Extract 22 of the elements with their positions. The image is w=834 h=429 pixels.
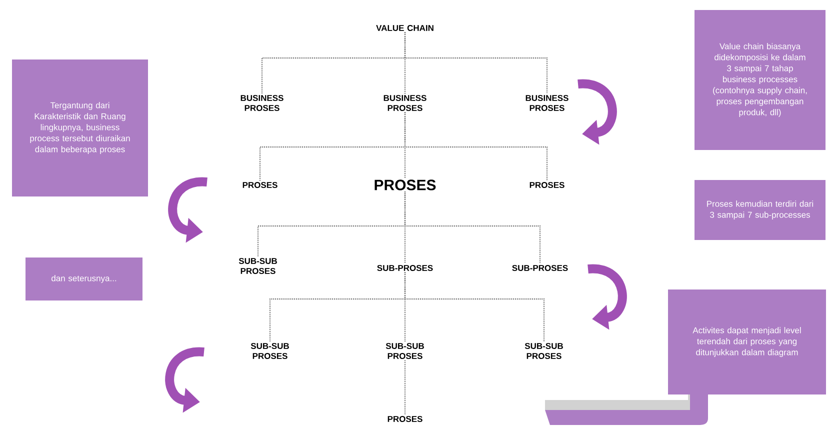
note-box: Proses kemudian terdiri dari 3 sampai 7 sub-processes bbox=[694, 180, 826, 240]
connector bbox=[404, 32, 548, 94]
level-label: PROSES bbox=[242, 182, 278, 188]
connector bbox=[404, 112, 548, 182]
note-box: Value chain biasanya didekomposisi ke dalam 3 sampai 7 tahap business processes (contohnya supply chain, proses pengembangan produk, dll) bbox=[694, 10, 826, 150]
level-label: PROSES bbox=[374, 180, 436, 190]
level-label: SUB-SUB PROSES bbox=[238, 258, 277, 274]
note-box: dan seterusnya... bbox=[26, 258, 142, 300]
level-label: SUB-SUB PROSES bbox=[250, 343, 289, 359]
connector bbox=[404, 360, 406, 416]
level-label: BUSINESS PROSES bbox=[526, 95, 568, 111]
connector bbox=[404, 191, 540, 264]
connector bbox=[404, 272, 544, 342]
note-box: Tergantung dari Karakteristik dan Ruang lingkupnya, business process tersebut diuraikan dalam beberapa proses bbox=[12, 60, 148, 196]
level-label: PROSES bbox=[530, 182, 564, 188]
level-label: VALUE CHAIN bbox=[376, 25, 434, 31]
level-label: SUB-PROSES bbox=[512, 265, 568, 271]
level-label: BUSINESS PROSES bbox=[384, 95, 426, 111]
level-label: SUB-PROSES bbox=[377, 265, 433, 271]
level-label: SUB-SUB PROSES bbox=[386, 343, 424, 359]
level-label: BUSINESS PROSES bbox=[240, 95, 284, 111]
level-label: PROSES bbox=[388, 416, 422, 422]
